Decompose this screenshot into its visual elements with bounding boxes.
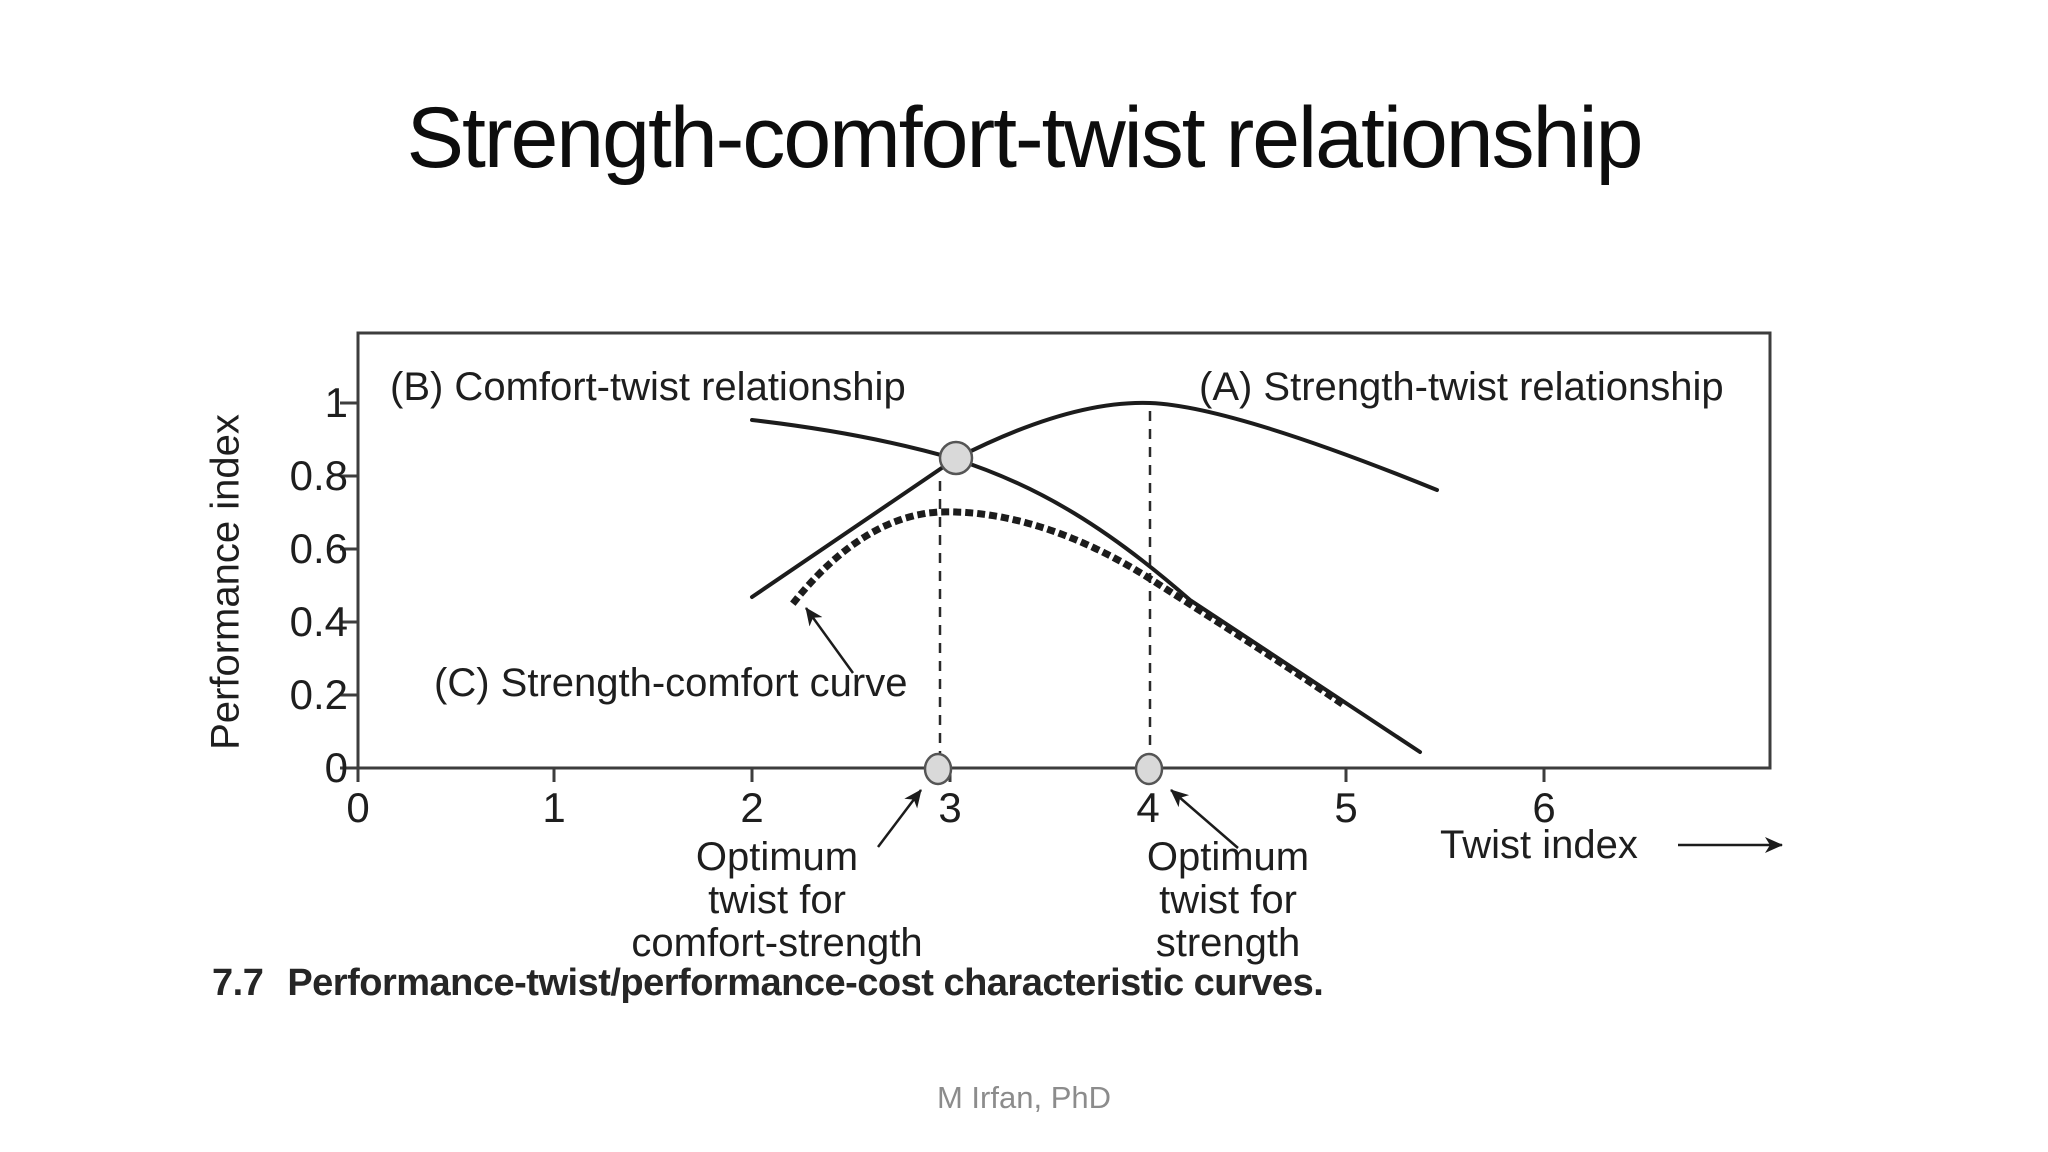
- annotation-line: twist for: [1159, 878, 1297, 922]
- x-tick-label: 5: [1334, 784, 1358, 831]
- y-tick-label: 0.8: [289, 452, 348, 499]
- x-tick-label: 1: [542, 784, 566, 831]
- annotation-line: Optimum: [1146, 835, 1310, 879]
- optimum-strength-arrow: [1170, 789, 1239, 849]
- annotation-line: strength: [1155, 921, 1301, 965]
- curve-c-strength-comfort: [790, 508, 1353, 713]
- x-tick-label: 0: [346, 784, 370, 831]
- slide-footer: M Irfan, PhD: [937, 1080, 1111, 1115]
- y-tick-label: 0.2: [289, 671, 348, 718]
- annotation-line: comfort-strength: [631, 921, 923, 965]
- curve-b-label: (B) Comfort-twist relationship: [390, 365, 906, 409]
- slide-title: Strength-comfort-twist relationship: [406, 90, 1644, 186]
- annotation-line: Optimum: [695, 835, 859, 879]
- x-tick-label: 4: [1136, 784, 1160, 831]
- curve-a-label: (A) Strength-twist relationship: [1199, 365, 1724, 409]
- optimum-comfort-strength-arrow: [877, 789, 922, 848]
- optimum-comfort-strength-marker: [923, 752, 953, 786]
- x-axis-title: Twist index: [1440, 823, 1638, 867]
- intersection-point-marker: [938, 440, 974, 476]
- y-axis-ticks: [340, 401, 358, 770]
- figure-caption-text: Performance-twist/performance-cost chara…: [287, 962, 1324, 1004]
- y-tick-label: 0.4: [289, 598, 348, 645]
- optimum-comfort-strength-annotation: Optimum twist for comfort-strength: [577, 836, 977, 965]
- x-tick-label: 3: [938, 784, 962, 831]
- curve-c-label: (C) Strength-comfort curve: [434, 661, 908, 705]
- figure-caption: 7.7 Performance-twist/performance-cost ch…: [212, 962, 1324, 1005]
- y-tick-label: 1: [324, 379, 348, 426]
- x-tick-label: 2: [740, 784, 764, 831]
- optimum-strength-marker: [1134, 752, 1164, 786]
- curve-a-strength-twist: [750, 400, 1439, 599]
- curve-c-label-arrow: [804, 607, 855, 674]
- x-tick-label: 6: [1532, 784, 1556, 831]
- y-tick-label: 0: [324, 744, 348, 791]
- y-tick-label: 0.6: [289, 525, 348, 572]
- optimum-strength-annotation: Optimum twist for strength: [1078, 836, 1378, 965]
- figure-caption-number: 7.7: [212, 962, 264, 1004]
- annotation-line: twist for: [708, 878, 846, 922]
